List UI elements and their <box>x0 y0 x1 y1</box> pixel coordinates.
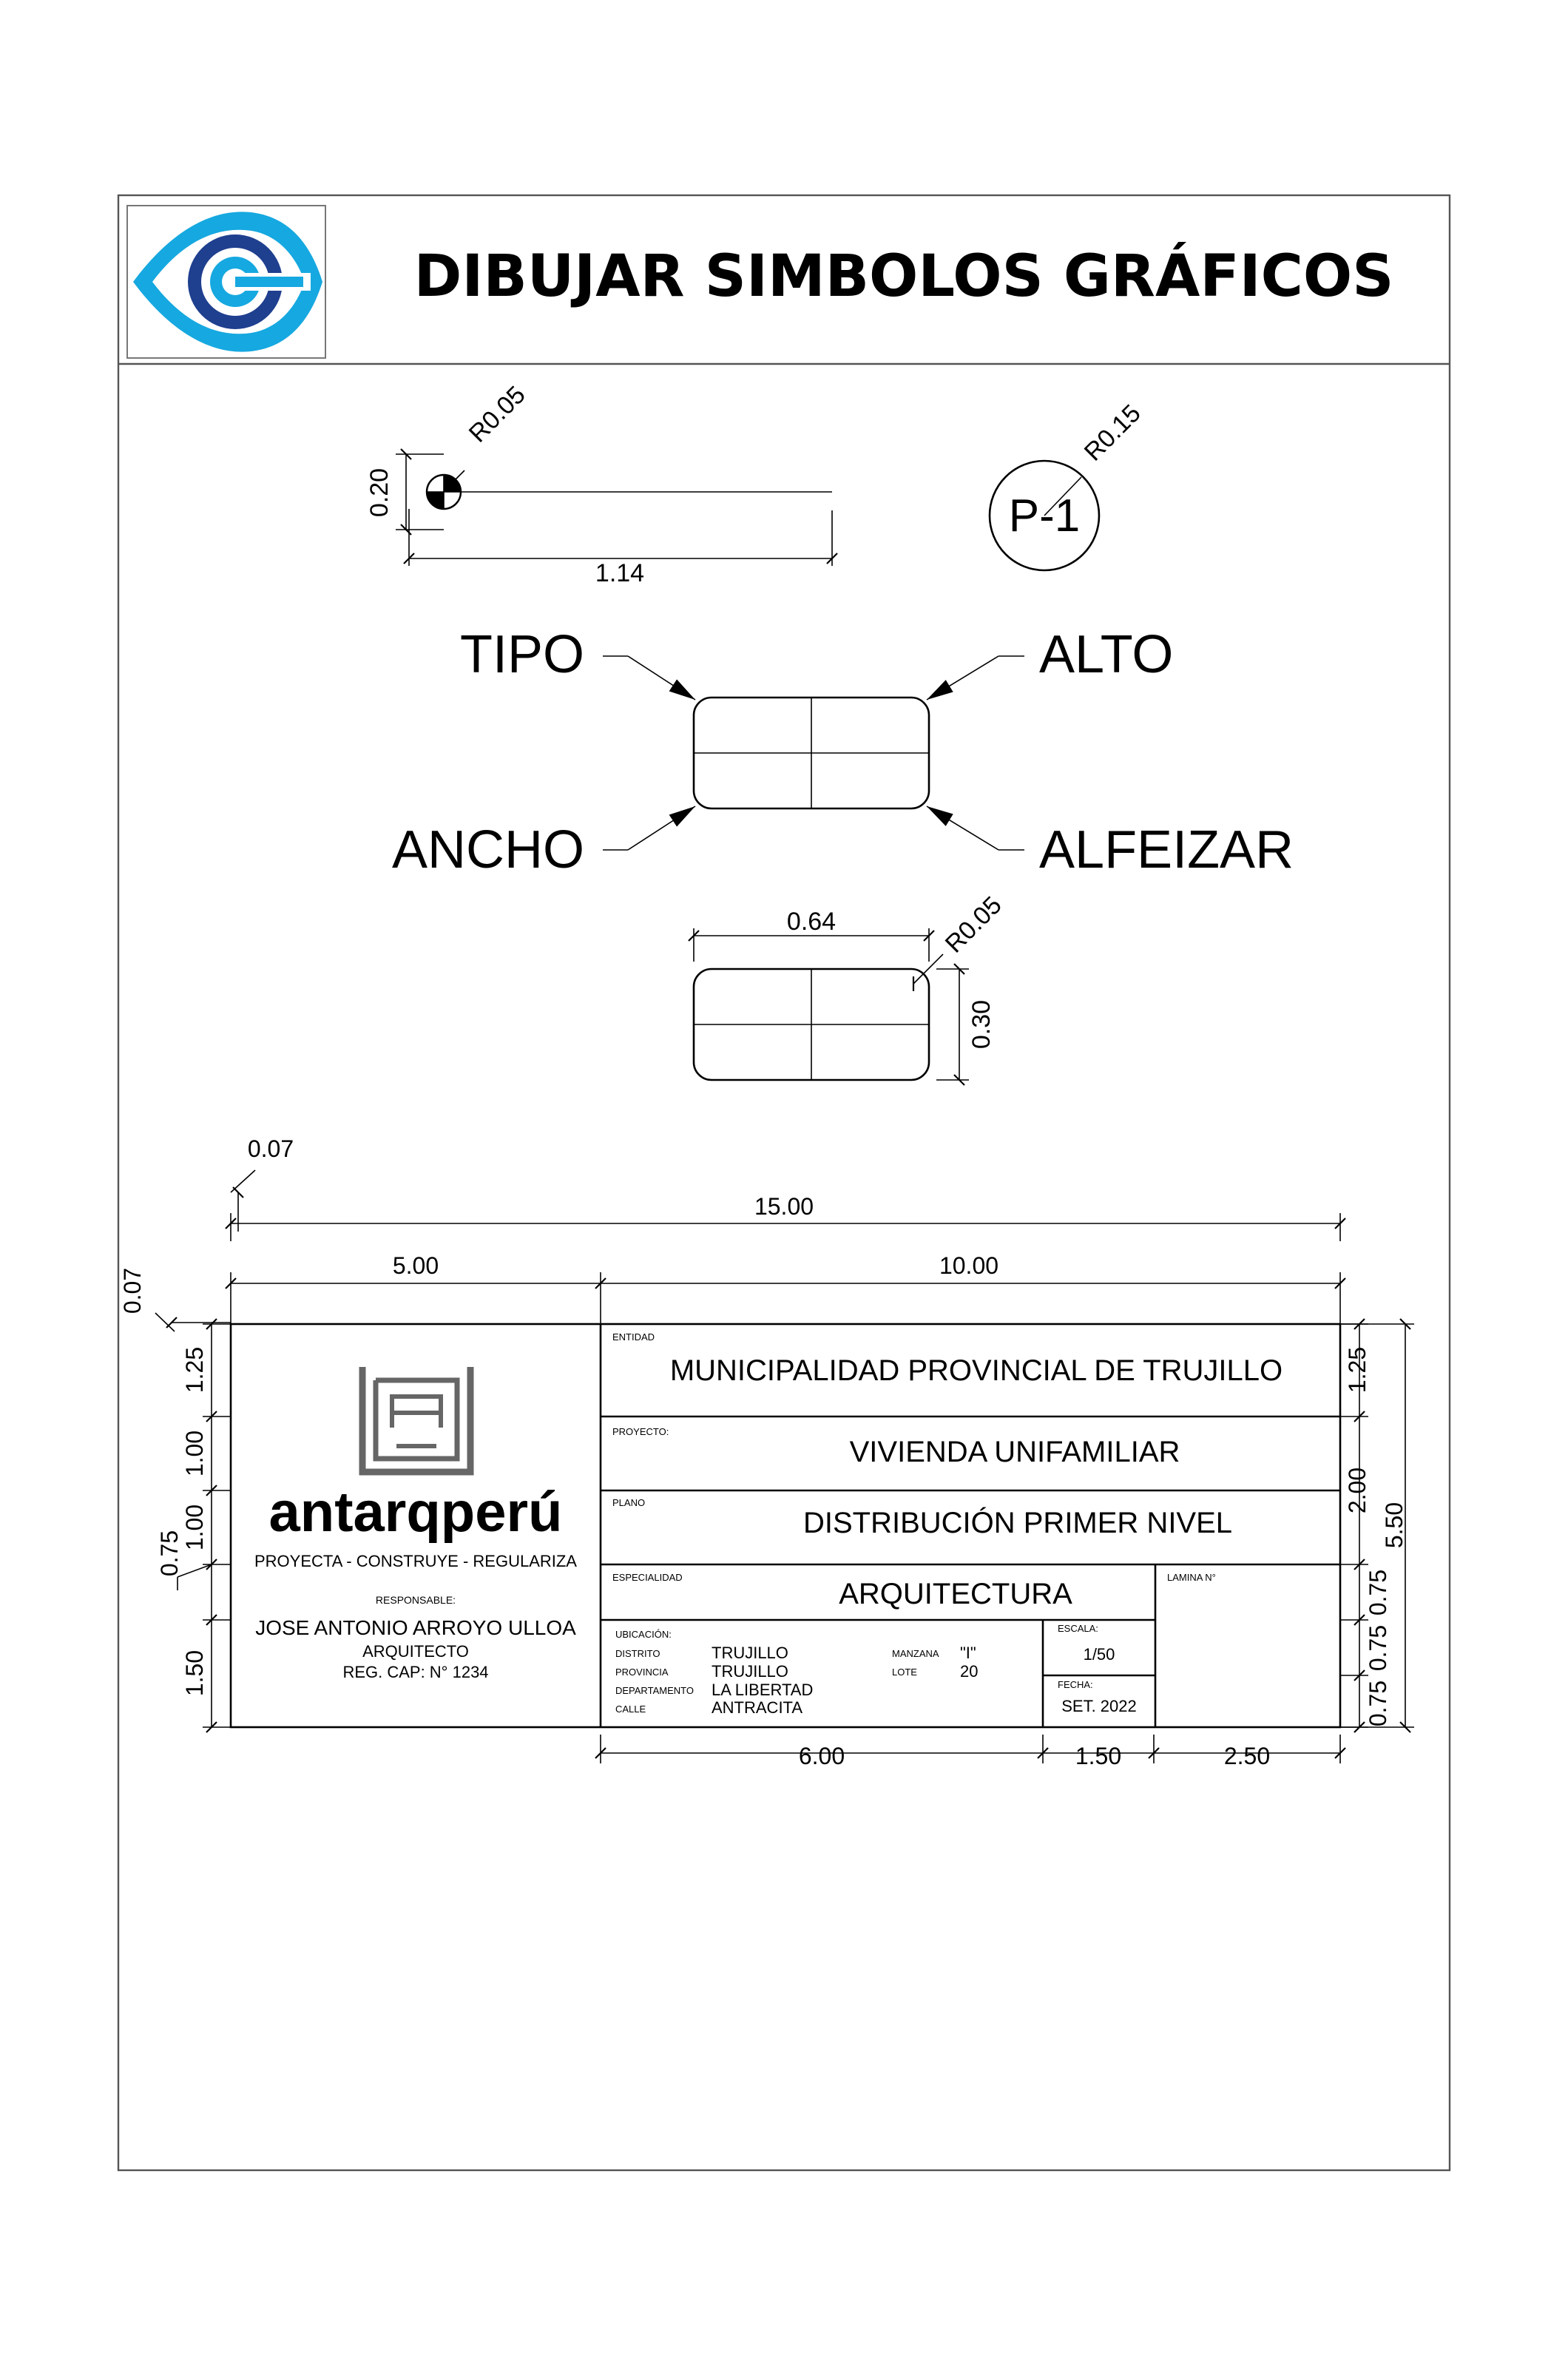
departamento-label: DEPARTAMENTO <box>615 1685 694 1696</box>
plano-label: PLANO <box>612 1497 645 1508</box>
responsable-name: JOSE ANTONIO ARROYO ULLOA <box>255 1616 576 1639</box>
lote-label: LOTE <box>892 1667 917 1678</box>
dim-left-row-1: 1.25 <box>181 1347 208 1393</box>
antarqperu-logo-icon <box>359 1367 474 1476</box>
especialidad-value: ARQUITECTURA <box>839 1578 1072 1610</box>
provincia-label: PROVINCIA <box>615 1667 669 1678</box>
sheet-frame <box>117 194 1451 2172</box>
dim-left-row-5: 1.50 <box>181 1650 208 1696</box>
title-block <box>229 1323 1342 1729</box>
axis-radius-label: R0.05 <box>464 381 531 448</box>
lote-value: 20 <box>960 1662 978 1681</box>
window-dimension-symbol <box>688 928 969 1086</box>
window-radius-label: R0.05 <box>940 891 1007 959</box>
calle-label: CALLE <box>615 1704 646 1715</box>
proyecto-label: PROYECTO: <box>612 1426 669 1437</box>
axis-length-label: 1.14 <box>595 559 644 587</box>
axis-height-label: 0.20 <box>365 468 393 517</box>
lamina-label: LAMINA N° <box>1167 1572 1216 1583</box>
eye-c-logo-icon <box>126 205 326 359</box>
dim-right: 10.00 <box>939 1252 998 1279</box>
callout-alfeizar: ALFEIZAR <box>1039 820 1294 879</box>
fecha-value: SET. 2022 <box>1061 1697 1137 1715</box>
distrito-label: DISTRITO <box>615 1648 660 1659</box>
manzana-label: MANZANA <box>892 1648 939 1659</box>
escala-label: ESCALA: <box>1058 1623 1098 1634</box>
callout-ancho: ANCHO <box>392 820 584 879</box>
dim-bottom-2: 1.50 <box>1075 1743 1121 1769</box>
plano-value: DISTRIBUCIÓN PRIMER NIVEL <box>803 1506 1232 1539</box>
ubicacion-label: UBICACIÓN: <box>615 1629 672 1640</box>
dim-left-row-3: 1.00 <box>181 1505 208 1550</box>
brand-name: antarqperú <box>269 1481 563 1544</box>
callout-alto: ALTO <box>1039 625 1173 684</box>
proyecto-value: VIVIENDA UNIFAMILIAR <box>850 1436 1180 1468</box>
responsable-label: RESPONSABLE: <box>376 1594 456 1606</box>
provincia-value: TRUJILLO <box>712 1662 788 1681</box>
dim-left: 5.00 <box>393 1252 439 1279</box>
departamento-value: LA LIBERTAD <box>712 1681 813 1699</box>
section-symbol <box>988 459 1101 572</box>
dim-total: 15.00 <box>754 1193 814 1220</box>
title-block-dimensions <box>155 1169 1414 1763</box>
dim-right-row-4: 0.75 <box>1365 1625 1391 1671</box>
dim-right-row-5: 0.75 <box>1365 1681 1391 1726</box>
dim-left-row-4: 0.75 <box>156 1530 183 1576</box>
entidad-label: ENTIDAD <box>612 1331 655 1343</box>
brand-tagline: PROYECTA - CONSTRUYE - REGULARIZA <box>254 1552 577 1570</box>
dim-right-row-1: 1.25 <box>1344 1347 1371 1393</box>
escala-value: 1/50 <box>1084 1645 1115 1664</box>
section-radius-label: R0.15 <box>1079 399 1146 467</box>
callout-tipo: TIPO <box>460 625 584 684</box>
window-height-label: 0.30 <box>967 1000 996 1049</box>
window-width-label: 0.64 <box>787 908 836 936</box>
dim-bottom-3: 2.50 <box>1224 1743 1270 1769</box>
dim-right-total: 5.50 <box>1381 1502 1408 1548</box>
dim-left-row-2: 1.00 <box>181 1431 208 1476</box>
dim-right-row-3: 0.75 <box>1365 1570 1391 1615</box>
especialidad-label: ESPECIALIDAD <box>612 1572 683 1583</box>
distrito-value: TRUJILLO <box>712 1644 788 1662</box>
dim-offset-left: 0.07 <box>119 1268 146 1314</box>
dim-right-row-2: 2.00 <box>1344 1468 1371 1513</box>
fecha-label: FECHA: <box>1058 1679 1093 1690</box>
dim-bottom-1: 6.00 <box>799 1743 845 1769</box>
page-title: DIBUJAR SIMBOLOS GRÁFICOS <box>414 242 1394 310</box>
section-label: P-1 <box>1009 490 1080 541</box>
manzana-value: "I" <box>960 1644 976 1662</box>
entidad-value: MUNICIPALIDAD PROVINCIAL DE TRUJILLO <box>670 1354 1283 1387</box>
calle-value: ANTRACITA <box>712 1698 802 1717</box>
window-callout-symbol <box>603 655 1024 851</box>
axis-symbol <box>396 448 838 566</box>
responsable-reg: REG. CAP: N° 1234 <box>342 1663 488 1681</box>
responsable-role: ARQUITECTO <box>362 1642 469 1661</box>
dim-offset-top: 0.07 <box>248 1135 294 1162</box>
